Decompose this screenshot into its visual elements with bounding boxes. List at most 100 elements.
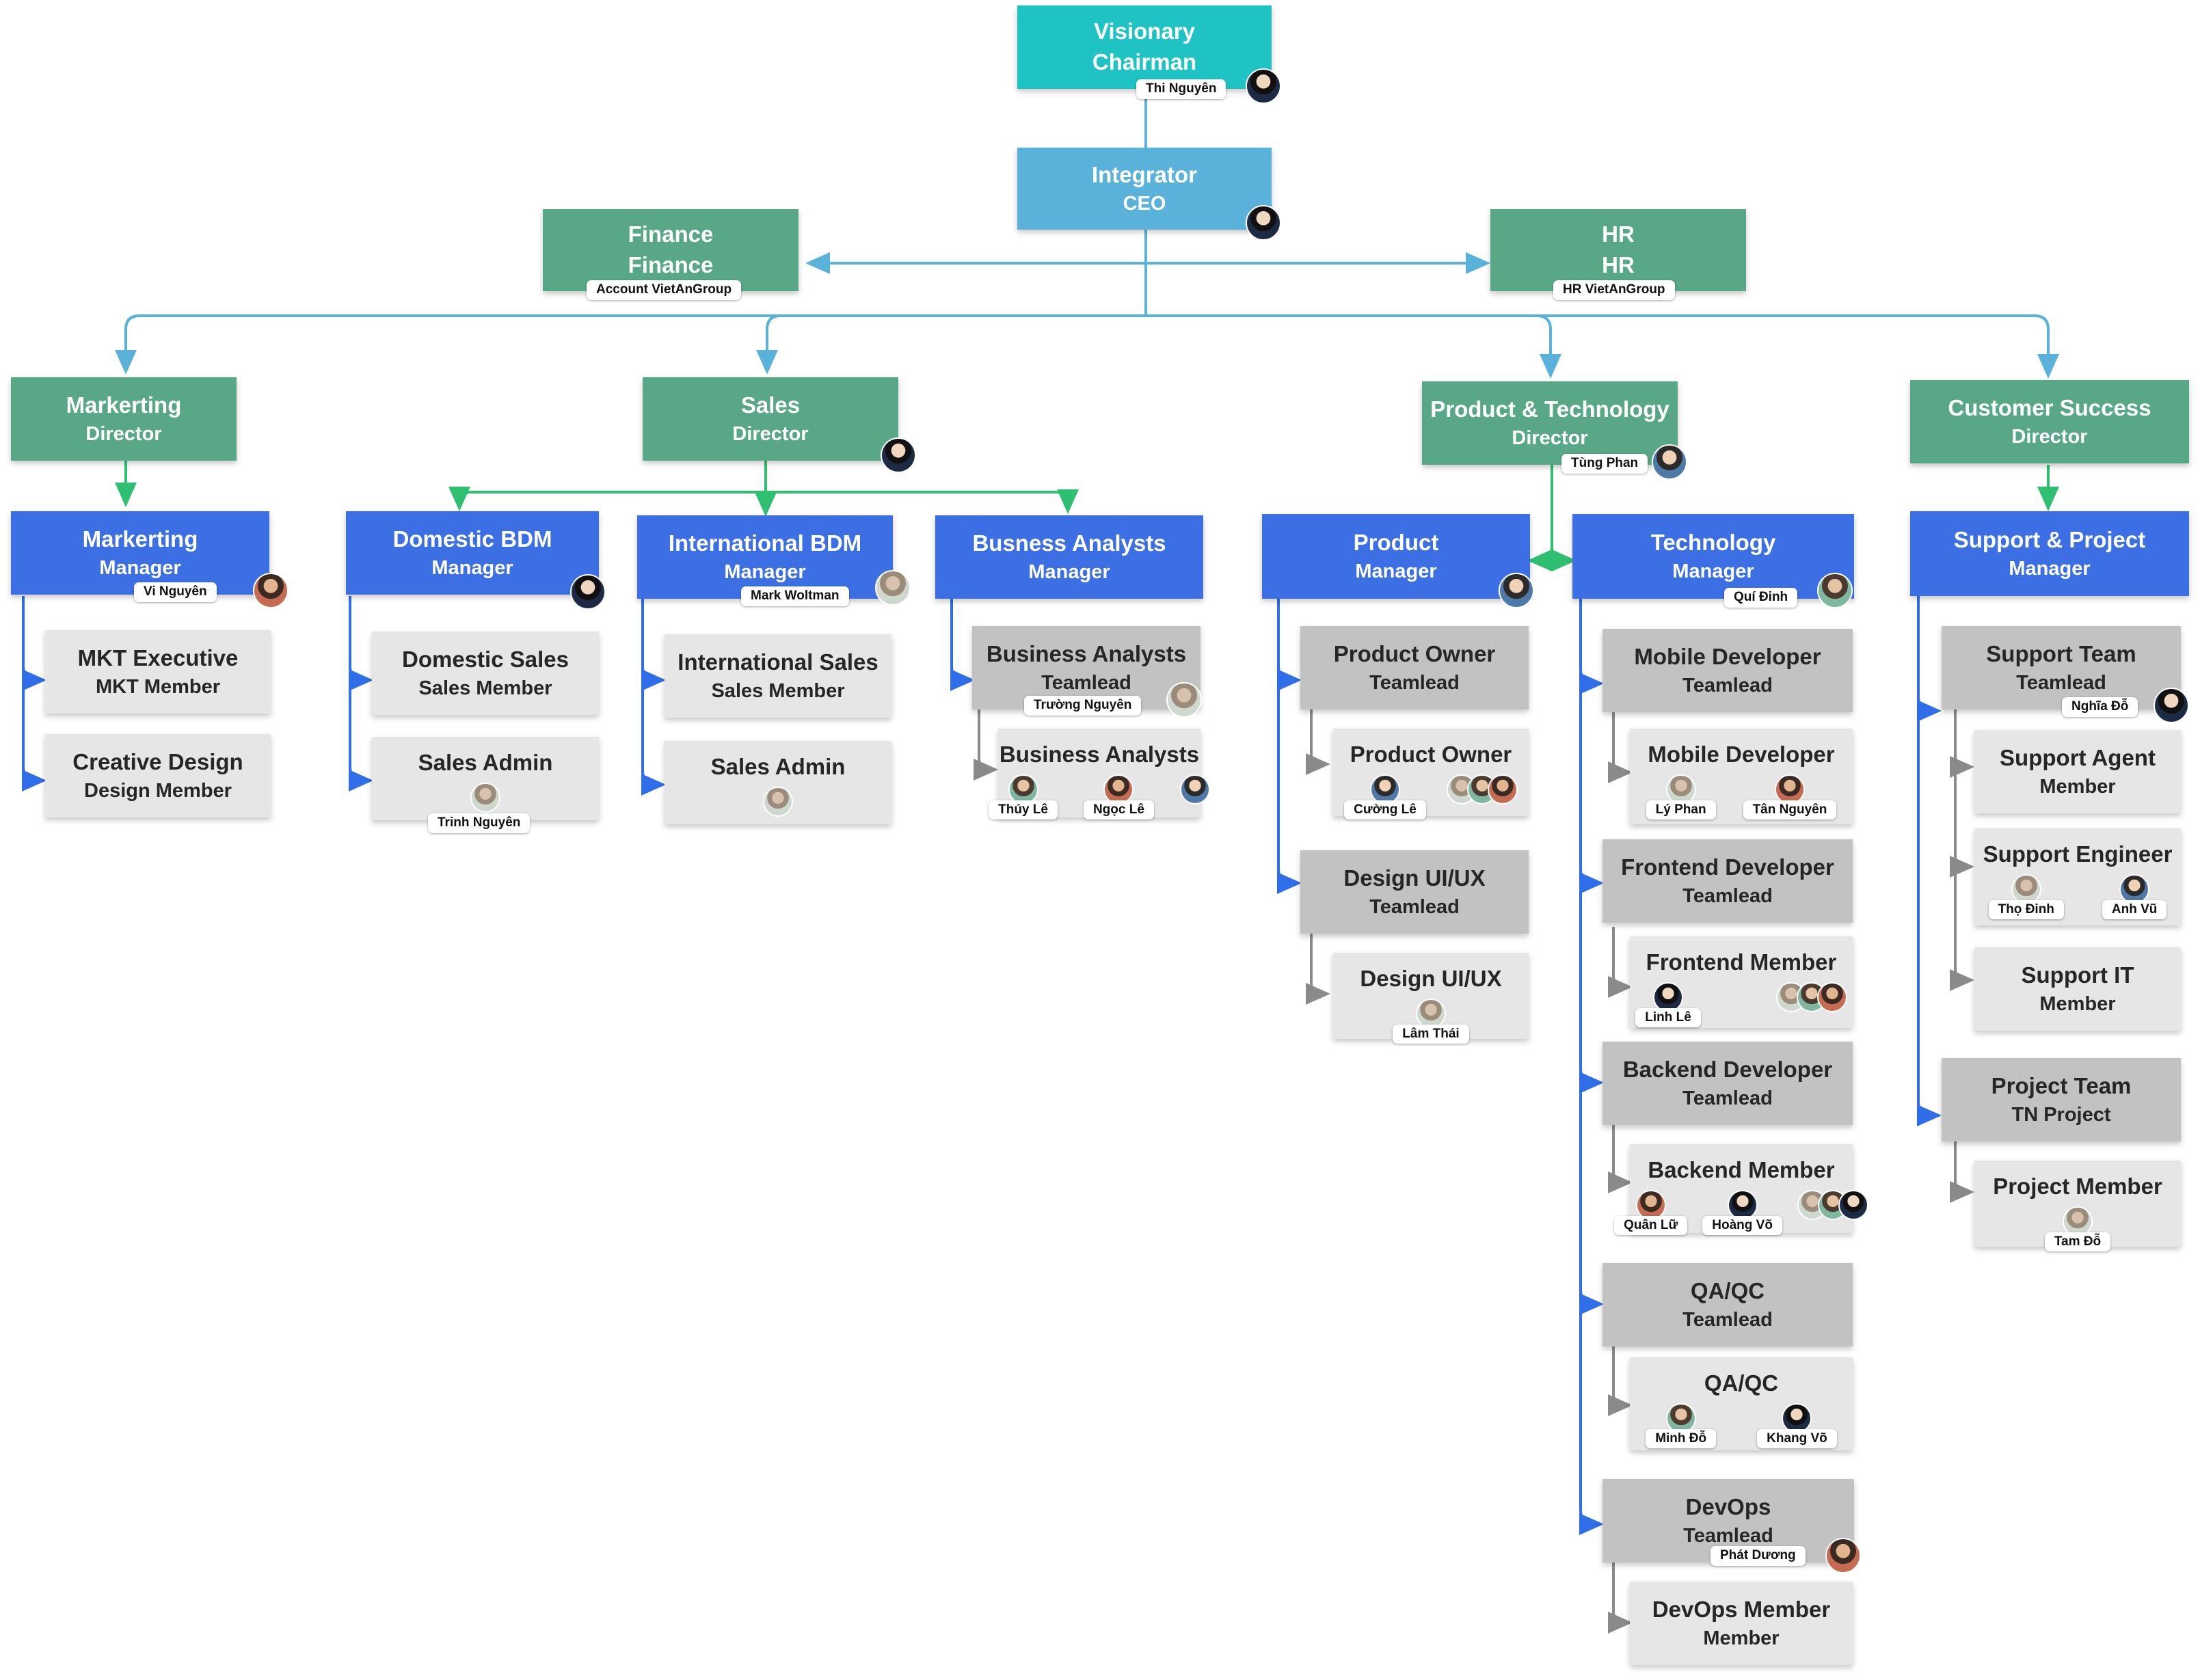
qa-teamlead-box[interactable]: QA/QC Teamlead — [1602, 1263, 1853, 1346]
sales-director-box[interactable]: Sales Director — [643, 377, 898, 461]
domestic-bdm-box[interactable]: Domestic BDM Manager — [346, 511, 599, 595]
tan-nguyen-label: Tân Nguyên — [1743, 800, 1837, 820]
tho-dinh-label: Thọ Đinh — [1988, 899, 2064, 920]
marketing-manager-box[interactable]: Markerting Manager — [11, 511, 269, 595]
support-engineer-box[interactable]: Support Engineer Thọ Đinh Anh Vũ — [1974, 828, 2181, 925]
technology-manager-role: Manager — [1672, 560, 1754, 582]
hr-box[interactable]: HR HR — [1490, 209, 1746, 291]
international-sales-role: Sales Member — [711, 679, 845, 702]
mkt-executive-box[interactable]: MKT Executive MKT Member — [45, 630, 271, 714]
minh-do-avatar — [1665, 1403, 1696, 1433]
ngoc-le: Ngọc Lê — [1083, 774, 1154, 820]
frontend-extra-avatar-3 — [1816, 981, 1847, 1012]
ceo-box[interactable]: Integrator CEO — [1017, 148, 1272, 230]
product-tech-director-role: Director — [1512, 426, 1588, 449]
backend-member-box[interactable]: Backend Member Quân Lữ Hoàng Võ — [1614, 1144, 1868, 1236]
project-team-lead-title: Project Team — [1991, 1073, 2132, 1099]
marketing-manager-person-label: Vi Nguyên — [134, 582, 217, 602]
product-manager-box[interactable]: Product Manager — [1262, 514, 1530, 599]
mobile-member-people: Lý Phan Tân Nguyên — [1646, 774, 1837, 820]
sales-director-title: Sales — [740, 392, 801, 418]
mobile-teamlead-box[interactable]: Mobile Developer Teamlead — [1602, 629, 1853, 712]
chairman-avatar — [1246, 68, 1281, 104]
international-sales-admin-people — [763, 786, 793, 817]
backend-member-title: Backend Member — [1648, 1157, 1835, 1182]
backend-teamlead-role: Teamlead — [1682, 1087, 1773, 1109]
extra-member-avatar — [1179, 774, 1210, 804]
product-manager-title: Product — [1353, 530, 1439, 556]
backend-teamlead-box[interactable]: Backend Developer Teamlead — [1602, 1042, 1853, 1125]
mkt-executive-role: MKT Member — [95, 675, 221, 698]
product-owner-teamlead-role: Teamlead — [1369, 671, 1460, 694]
khang-vo: Khang Võ — [1757, 1403, 1837, 1449]
domestic-sales-admin-box[interactable]: Sales Admin — [372, 737, 599, 820]
international-sales-box[interactable]: International Sales Sales Member — [665, 634, 891, 718]
anh-vu: Anh Vũ — [2102, 873, 2167, 920]
project-team-lead-box[interactable]: Project Team TN Project — [1942, 1058, 2181, 1141]
hoang-vo-label: Hoàng Võ — [1702, 1215, 1782, 1236]
support-agent-box[interactable]: Support Agent Member — [1974, 730, 2181, 813]
phat-duong-label: Phát Dương — [1711, 1546, 1806, 1566]
creative-design-box[interactable]: Creative Design Design Member — [45, 734, 271, 817]
support-team-lead-title: Support Team — [1986, 641, 2136, 667]
frontend-teamlead-role: Teamlead — [1682, 884, 1773, 907]
finance-title: Finance — [628, 221, 714, 247]
extra-avatar-3 — [1487, 774, 1518, 804]
international-sales-admin-box[interactable]: Sales Admin — [665, 741, 891, 824]
support-engineer-people: Thọ Đinh Anh Vũ — [1988, 873, 2167, 920]
qa-member-title: QA/QC — [1704, 1370, 1779, 1396]
support-it-box[interactable]: Support IT Member — [1974, 947, 2181, 1031]
anh-vu-avatar — [2119, 873, 2150, 904]
cuong-le: Cường Lê — [1344, 774, 1426, 820]
chairman-box[interactable]: Visionary Chairman — [1017, 5, 1272, 89]
frontend-teamlead-box[interactable]: Frontend Developer Teamlead — [1602, 839, 1853, 923]
marketing-director-title: Markerting — [66, 392, 182, 418]
domestic-sales-box[interactable]: Domestic Sales Sales Member — [372, 632, 599, 715]
business-analysts-member-box[interactable]: Business Analysts Thúy Lê Ngọc Lê — [989, 729, 1210, 820]
finance-box[interactable]: Finance Finance — [543, 209, 799, 291]
creative-design-title: Creative Design — [72, 749, 243, 775]
support-agent-title: Support Agent — [2000, 745, 2156, 771]
business-analysts-manager-box[interactable]: Busness Analysts Manager — [935, 515, 1203, 599]
support-project-manager-box[interactable]: Support & Project Manager — [1910, 511, 2189, 596]
qa-teamlead-title: QA/QC — [1690, 1278, 1765, 1304]
trinh-nguyen-label: Trinh Nguyên — [428, 813, 531, 833]
frontend-member-box[interactable]: Frontend Member Linh Lê — [1630, 936, 1853, 1028]
product-owner-member-box[interactable]: Product Owner Cường Lê — [1333, 729, 1529, 820]
mobile-member-box[interactable]: Mobile Developer Lý Phan Tân Nguyên — [1630, 729, 1853, 824]
qa-member-box[interactable]: QA/QC Minh Đỗ Khang Võ — [1630, 1357, 1853, 1450]
business-analysts-teamlead-box[interactable]: Business Analysts Teamlead — [972, 626, 1200, 709]
ly-phan: Lý Phan — [1646, 774, 1716, 820]
domestic-sales-admin-title: Sales Admin — [418, 750, 553, 775]
domestic-sales-admin-people — [470, 782, 500, 813]
customer-success-director-box[interactable]: Customer Success Director — [1910, 380, 2189, 463]
tho-dinh: Thọ Đinh — [1988, 873, 2064, 920]
hr-role: HR — [1602, 252, 1635, 277]
project-member-box[interactable]: Project Member Tam Đỗ — [1974, 1161, 2181, 1252]
design-uiux-teamlead-box[interactable]: Design UI/UX Teamlead — [1300, 850, 1529, 934]
international-bdm-box[interactable]: International BDM Manager — [637, 515, 893, 599]
international-bdm-title: International BDM — [668, 530, 862, 556]
support-project-manager-title: Support & Project — [1953, 527, 2146, 553]
support-team-lead-box[interactable]: Support Team Teamlead — [1942, 626, 2181, 709]
product-tech-director-box[interactable]: Product & Technology Director — [1422, 381, 1678, 465]
product-tech-director-avatar — [1652, 444, 1687, 480]
product-owner-teamlead-box[interactable]: Product Owner Teamlead — [1300, 626, 1529, 709]
hoang-vo-avatar — [1727, 1189, 1758, 1220]
marketing-director-box[interactable]: Markerting Director — [11, 377, 237, 461]
devops-member-box[interactable]: DevOps Member Member — [1630, 1582, 1853, 1665]
thuy-le-label: Thúy Lê — [989, 800, 1058, 820]
design-uiux-member-box[interactable]: Design UI/UX Lâm Thái — [1333, 953, 1529, 1044]
marketing-manager-avatar — [253, 573, 289, 608]
cuong-le-avatar — [1370, 774, 1400, 804]
product-owner-teamlead-title: Product Owner — [1333, 641, 1496, 667]
business-analysts-manager-role: Manager — [1028, 560, 1110, 583]
product-owner-member-title: Product Owner — [1350, 742, 1512, 767]
technology-manager-box[interactable]: Technology Manager — [1572, 514, 1854, 599]
design-uiux-teamlead-title: Design UI/UX — [1343, 865, 1486, 891]
quan-lu-label: Quân Lữ — [1614, 1215, 1688, 1236]
mobile-teamlead-title: Mobile Developer — [1634, 644, 1821, 670]
tan-nguyen: Tân Nguyên — [1743, 774, 1837, 820]
mkt-executive-title: MKT Executive — [77, 645, 239, 671]
